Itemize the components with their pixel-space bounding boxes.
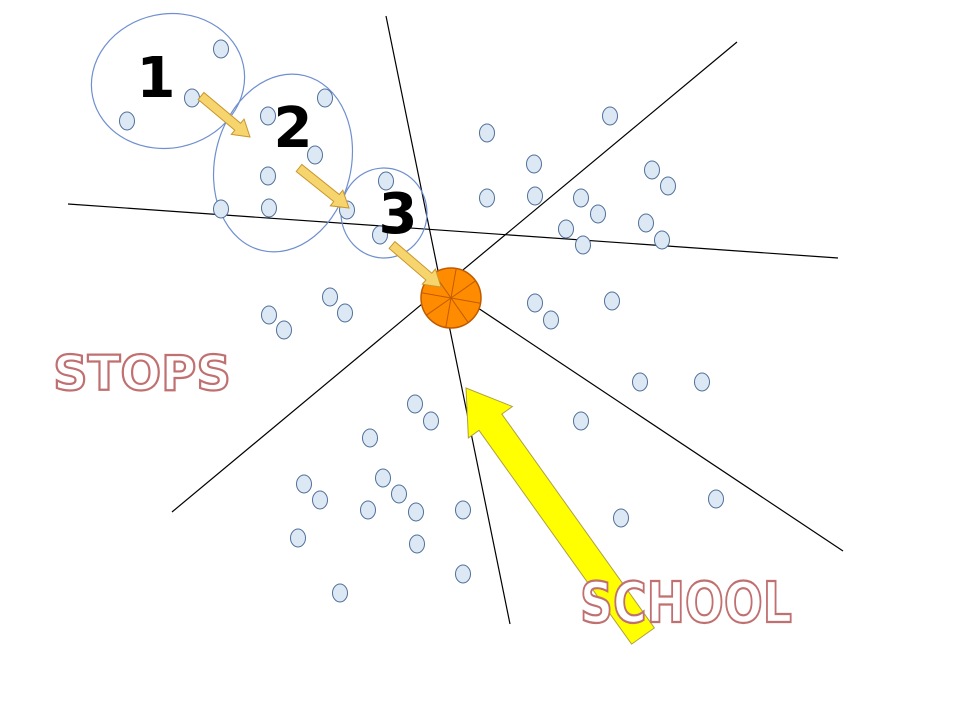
student-point xyxy=(322,287,338,307)
student-point xyxy=(694,372,710,392)
school-hub-segment xyxy=(445,297,452,328)
student-point xyxy=(632,372,648,392)
stop-label-2: 2 xyxy=(274,96,313,161)
student-point xyxy=(455,500,471,520)
school-arrow-icon xyxy=(465,387,656,645)
student-point xyxy=(261,305,277,325)
student-point xyxy=(558,219,574,239)
school-hub-segment xyxy=(450,297,469,323)
student-point xyxy=(527,186,543,206)
student-point xyxy=(409,534,425,554)
student-point xyxy=(479,123,495,143)
student-point xyxy=(375,468,391,488)
school-hub-segment xyxy=(421,292,452,299)
student-point xyxy=(423,411,439,431)
school-hub-segment xyxy=(450,280,476,299)
student-point xyxy=(526,154,542,174)
student-point xyxy=(391,484,407,504)
school-caption: SCHOOL xyxy=(580,571,792,636)
student-point xyxy=(575,235,591,255)
student-point xyxy=(362,428,378,448)
student-point xyxy=(408,502,424,522)
student-point xyxy=(276,320,292,340)
student-point xyxy=(654,230,670,250)
route-arrow-1 xyxy=(197,91,251,138)
student-point xyxy=(372,225,388,245)
student-point xyxy=(184,88,200,108)
student-point xyxy=(378,171,394,191)
student-point xyxy=(604,291,620,311)
student-point xyxy=(312,490,328,510)
student-point xyxy=(360,500,376,520)
student-point xyxy=(638,213,654,233)
student-point xyxy=(708,489,724,509)
student-point xyxy=(479,188,495,208)
school-hub-segment xyxy=(450,268,457,299)
student-point xyxy=(337,303,353,323)
student-point xyxy=(527,293,543,313)
school-arrow-shape xyxy=(465,387,656,645)
school-hub-segment xyxy=(426,297,452,316)
student-point xyxy=(296,474,312,494)
route-arrow-2 xyxy=(295,163,350,209)
student-point xyxy=(455,564,471,584)
student-point xyxy=(260,166,276,186)
divider-line-4 xyxy=(453,291,844,552)
cluster-2-outline xyxy=(212,73,354,253)
student-point xyxy=(407,394,423,414)
student-point xyxy=(290,528,306,548)
route-arrows xyxy=(197,91,442,288)
student-point xyxy=(213,199,229,219)
student-point xyxy=(590,204,606,224)
stop-label-1: 1 xyxy=(137,46,176,111)
route-arrow-3 xyxy=(388,240,442,288)
student-point xyxy=(644,160,660,180)
student-point xyxy=(317,88,333,108)
student-point xyxy=(332,583,348,603)
student-point xyxy=(613,508,629,528)
cluster-1-outline xyxy=(90,12,246,150)
student-point xyxy=(660,176,676,196)
student-points xyxy=(119,39,724,603)
student-point xyxy=(261,198,277,218)
student-point xyxy=(543,310,559,330)
student-point xyxy=(573,411,589,431)
stop-label-3: 3 xyxy=(379,182,418,247)
student-point xyxy=(602,106,618,126)
student-point xyxy=(260,106,276,126)
student-point xyxy=(573,188,589,208)
divider-line-2 xyxy=(67,203,839,259)
student-point xyxy=(213,39,229,59)
stops-caption: STOPS xyxy=(53,346,231,402)
student-point xyxy=(119,111,135,131)
student-point xyxy=(307,145,323,165)
school-hub-segment xyxy=(450,297,481,304)
